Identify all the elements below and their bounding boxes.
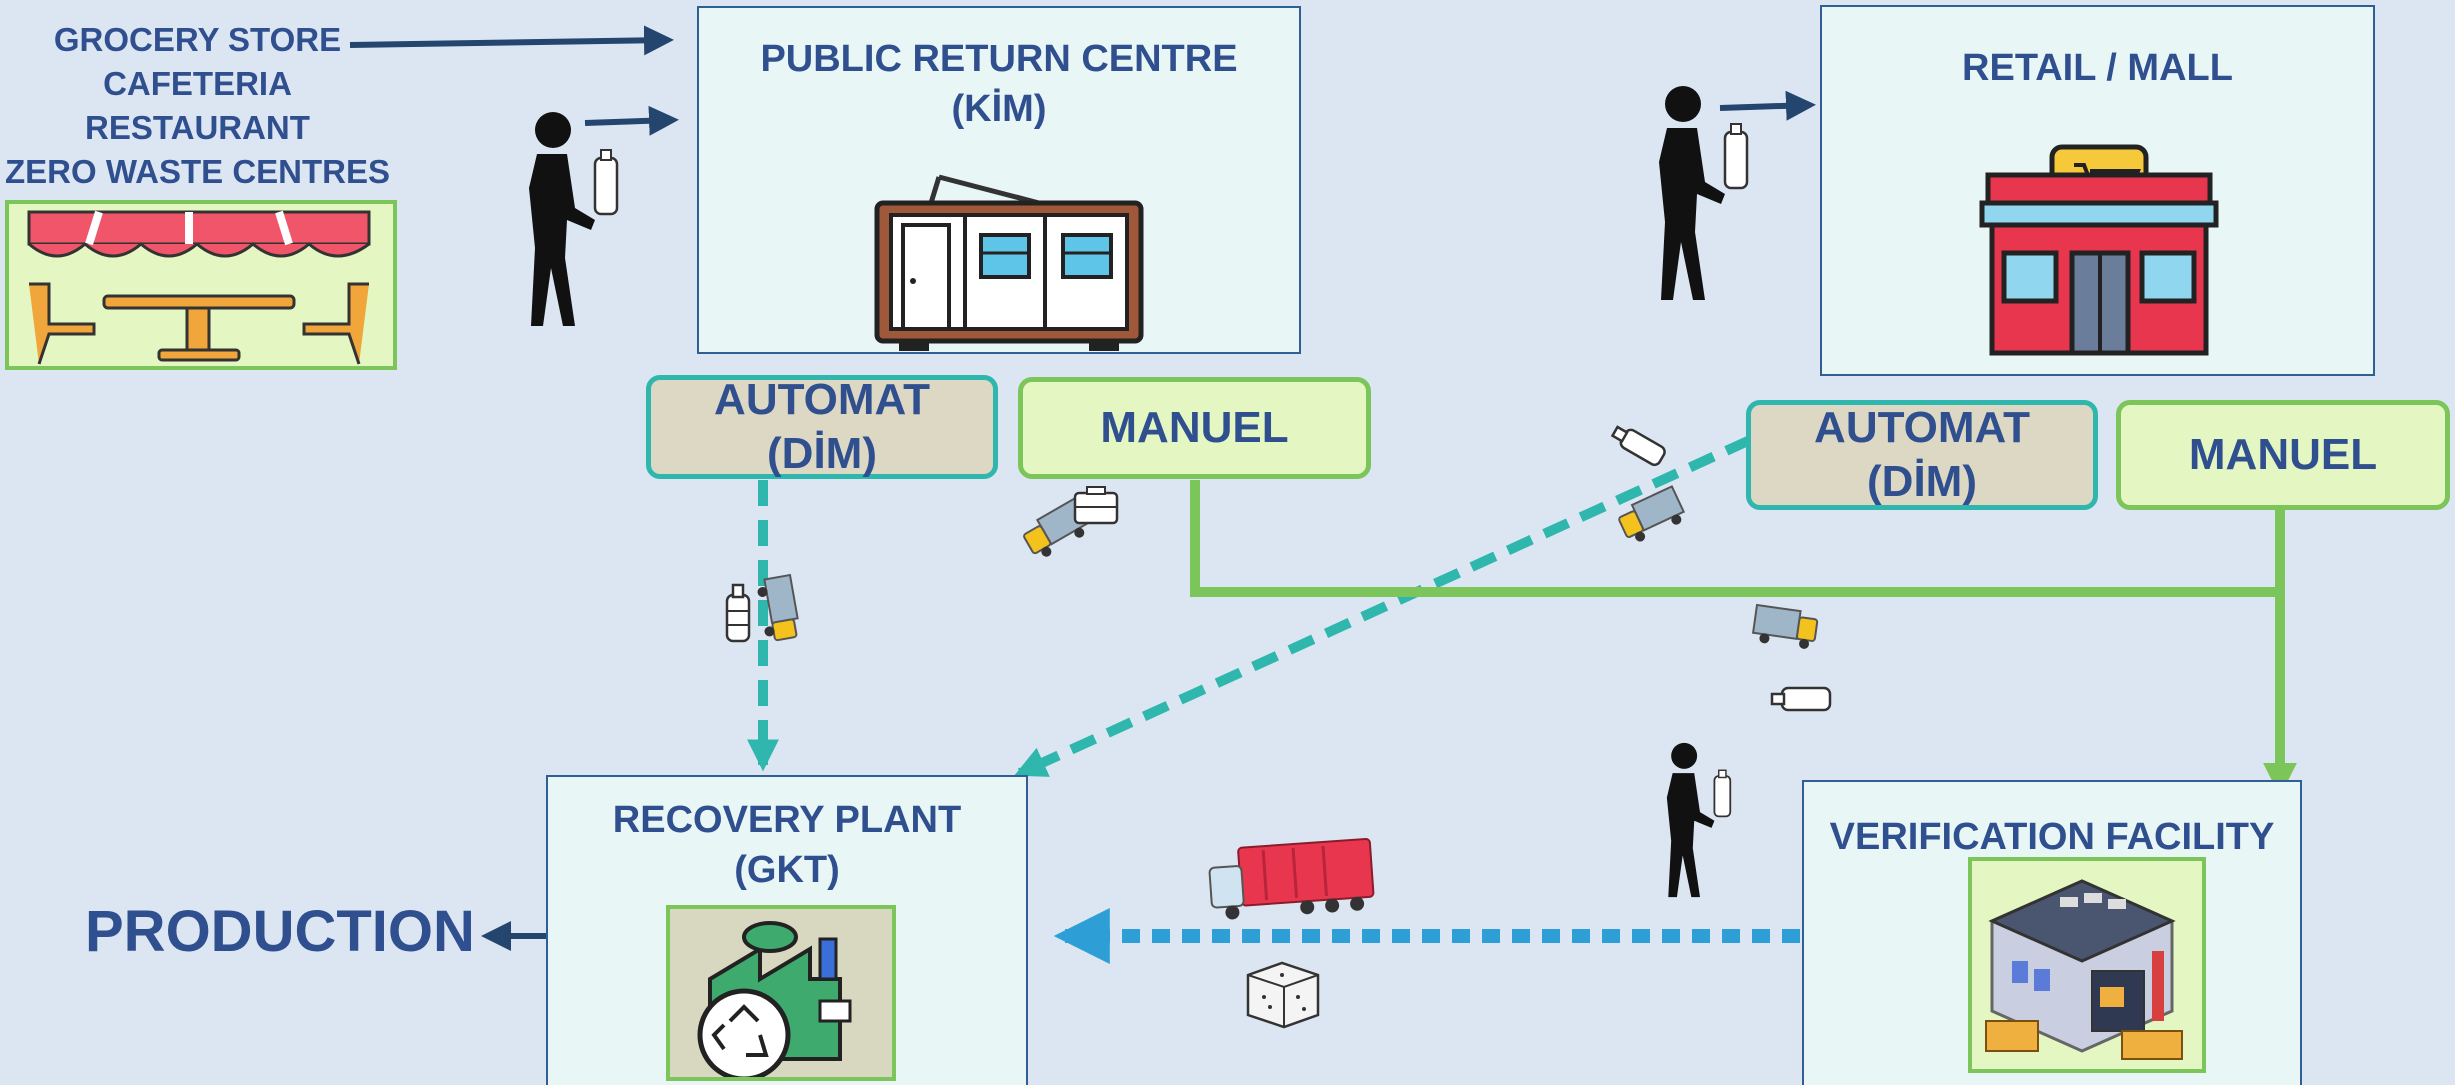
person-with-bottle-icon bbox=[529, 112, 619, 326]
verification-facility-box: VERIFICATION FACILITY bbox=[1802, 780, 2302, 1085]
public-return-centre-title: PUBLIC RETURN CENTRE bbox=[760, 38, 1238, 80]
container-kiosk-icon bbox=[874, 174, 1144, 351]
source-list: GROCERY STORE CAFETERIA RESTAURANT ZERO … bbox=[0, 18, 395, 194]
retail-automat-box: AUTOMAT (DİM) bbox=[1746, 400, 2098, 510]
person-with-bottle-icon bbox=[1659, 86, 1749, 300]
truck-icon bbox=[757, 573, 799, 642]
source-item: RESTAURANT bbox=[85, 109, 310, 146]
retail-automat-label: AUTOMAT bbox=[1814, 403, 2030, 452]
recovery-plant-code: (GKT) bbox=[734, 849, 840, 891]
production-label: PRODUCTION bbox=[85, 899, 475, 964]
recycling-factory-icon bbox=[666, 905, 896, 1082]
retail-mall-box: RETAIL / MALL bbox=[1820, 5, 2375, 376]
warehouse-icon bbox=[1968, 857, 2206, 1073]
bottle-icon bbox=[1770, 686, 1832, 712]
shop-cart-icon bbox=[1979, 144, 2219, 356]
source-item: ZERO WASTE CENTRES bbox=[4, 153, 391, 190]
person-to-retail-arrow bbox=[1719, 90, 1816, 121]
kim-automat-box: AUTOMAT (DİM) bbox=[646, 375, 998, 479]
kim-manuel-to-verification-line bbox=[1190, 480, 2280, 597]
public-return-centre-box: PUBLIC RETURN CENTRE (KİM) bbox=[697, 6, 1301, 354]
crate-icon bbox=[1073, 486, 1119, 525]
kim-automat-code: (DİM) bbox=[767, 429, 877, 478]
person-to-kim-arrow bbox=[584, 105, 679, 136]
retail-automat-code: (DİM) bbox=[1867, 457, 1977, 506]
truck-icon bbox=[1618, 485, 1686, 542]
bottle-icon bbox=[1610, 425, 1666, 467]
kim-manuel-box: MANUEL bbox=[1018, 377, 1371, 479]
restaurant-awning-icon bbox=[5, 200, 397, 370]
bottle-icon bbox=[725, 583, 751, 643]
retail-automat-to-recovery-flow bbox=[1014, 435, 1753, 778]
verification-facility-title: VERIFICATION FACILITY bbox=[1829, 816, 2275, 858]
red-truck-icon bbox=[1208, 837, 1375, 920]
recovery-plant-title: RECOVERY PLANT bbox=[612, 799, 962, 841]
retail-manuel-label: MANUEL bbox=[2188, 430, 2378, 479]
source-item: CAFETERIA bbox=[103, 65, 292, 102]
compressed-bale-icon bbox=[1246, 961, 1320, 1029]
recovery-plant-box: RECOVERY PLANT (GKT) bbox=[546, 775, 1028, 1085]
person-with-bottle-icon bbox=[1666, 742, 1732, 898]
public-return-centre-code: (KİM) bbox=[951, 88, 1047, 130]
retail-manuel-box: MANUEL bbox=[2116, 400, 2450, 510]
truck-icon bbox=[1751, 603, 1819, 649]
retail-mall-title: RETAIL / MALL bbox=[1962, 47, 2233, 89]
kim-manuel-label: MANUEL bbox=[1100, 403, 1289, 452]
sources-to-kim-arrow bbox=[349, 25, 674, 56]
kim-automat-label: AUTOMAT bbox=[714, 375, 930, 424]
source-item: GROCERY STORE bbox=[53, 21, 342, 58]
